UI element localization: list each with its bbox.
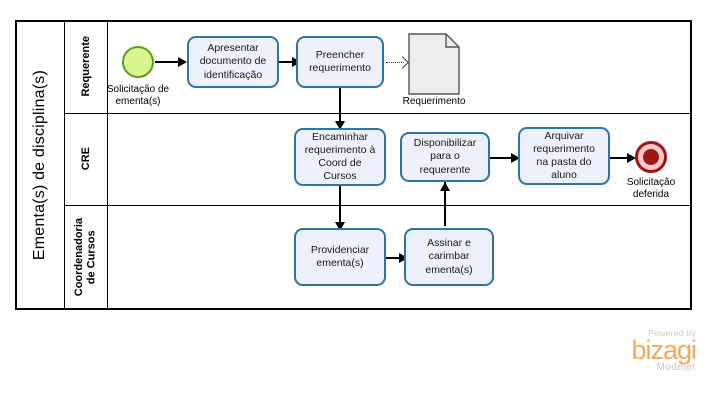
lane-cre: CRE (65, 113, 692, 205)
lane-label-requerente: Requerente (79, 36, 92, 97)
flow-arrowhead (178, 57, 187, 67)
flow-apresentar-to-preencher (279, 61, 297, 63)
flow-arrowhead (627, 153, 636, 163)
watermark-powered-by: Powered by (648, 328, 696, 338)
association-preencher-to-doc (386, 62, 404, 63)
flow-arrowhead (399, 253, 408, 263)
start-event[interactable] (122, 46, 154, 78)
document-requerimento-label: Requerimento (402, 96, 466, 107)
flow-arquivar-to-end (610, 157, 632, 159)
lane-label-cre: CRE (79, 147, 92, 171)
flow-arrowhead (511, 153, 520, 163)
lane-divider-2 (65, 205, 692, 206)
end-event[interactable] (635, 141, 667, 173)
flow-arrowhead (335, 121, 345, 130)
lane-header-requerente: Requerente (65, 20, 108, 113)
lane-divider-1 (65, 113, 692, 114)
pool-title-label: Ementa(s) de disciplina(s) (30, 69, 48, 261)
document-requerimento (408, 33, 460, 95)
flow-encaminhar-to-providenciar (339, 186, 341, 228)
lane-requerente: Requerente (65, 20, 692, 113)
watermark-brand: bizagi (631, 335, 697, 365)
flow-arrowhead (440, 182, 450, 191)
watermark-product: Modeler (656, 361, 696, 373)
flow-providenciar-to-assinar (386, 257, 404, 259)
flow-assinar-to-disponibilizar (444, 182, 446, 226)
flow-disponibilizar-to-arquivar (490, 157, 516, 159)
flow-preencher-to-encaminhar (339, 88, 341, 126)
pool-title: Ementa(s) de disciplina(s) (15, 20, 65, 310)
flow-start-to-apresentar (155, 61, 180, 63)
lane-header-cre: CRE (65, 113, 108, 205)
bizagi-watermark: Powered by bizagi Modeler (586, 328, 697, 373)
flow-arrowhead (335, 222, 345, 231)
